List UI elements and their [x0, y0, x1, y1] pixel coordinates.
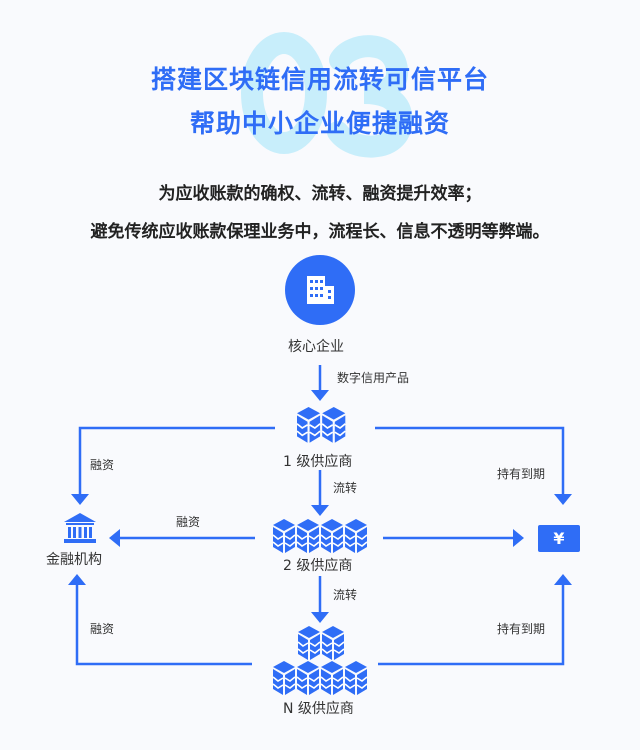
arrowhead	[311, 505, 329, 516]
edge-label-digital-credit: 数字信用产品	[337, 371, 410, 385]
tier1-supplier-icon	[297, 407, 345, 443]
arrowhead	[513, 529, 524, 547]
arrowhead	[554, 574, 572, 585]
subtitle-line-2: 避免传统应收账款保理业务中，流程长、信息不透明等弊端。	[90, 222, 550, 242]
tierN-label: N 级供应商	[283, 701, 354, 717]
edge-label-financing-1: 融资	[90, 458, 115, 472]
tierN-supplier-icon	[273, 626, 367, 695]
edge-tierN-bank	[75, 585, 252, 666]
arrowhead	[311, 612, 329, 623]
bank-label: 金融机构	[46, 552, 102, 568]
watermark-digit-three	[327, 35, 413, 158]
edge-label-hold-n: 持有到期	[497, 622, 546, 636]
core-enterprise-label: 核心企业	[288, 339, 344, 355]
tier2-label: 2 级供应商	[283, 558, 353, 574]
edge-label-financing-n: 融资	[90, 622, 115, 636]
watermark-digit-zero	[241, 32, 327, 154]
title-line-2: 帮助中小企业便捷融资	[189, 109, 450, 138]
edge-tierN-hold	[378, 585, 565, 666]
tier1-label: 1 级供应商	[283, 454, 353, 470]
subtitle-line-1: 为应收账款的确权、流转、融资提升效率；	[158, 184, 482, 204]
currency-icon	[538, 525, 580, 552]
arrowhead	[554, 494, 572, 505]
arrowhead	[68, 574, 86, 585]
title-line-1: 搭建区块链信用流转可信平台	[150, 65, 489, 94]
section-number-watermark	[241, 32, 413, 158]
edge-tier1-hold	[375, 426, 565, 494]
arrowhead	[311, 390, 329, 401]
currency-symbol: ¥	[553, 529, 565, 548]
bank-icon	[64, 513, 96, 543]
arrowhead	[71, 494, 89, 505]
edge-tier1-bank	[78, 426, 275, 494]
edge-label-transfer-2: 流转	[333, 588, 358, 602]
tier2-supplier-icon	[273, 519, 367, 553]
edge-label-transfer-1: 流转	[333, 481, 358, 495]
arrowhead	[109, 529, 120, 547]
core-enterprise-icon	[285, 255, 355, 325]
edge-label-hold-1: 持有到期	[497, 467, 546, 481]
edge-label-financing-2: 融资	[176, 515, 201, 529]
